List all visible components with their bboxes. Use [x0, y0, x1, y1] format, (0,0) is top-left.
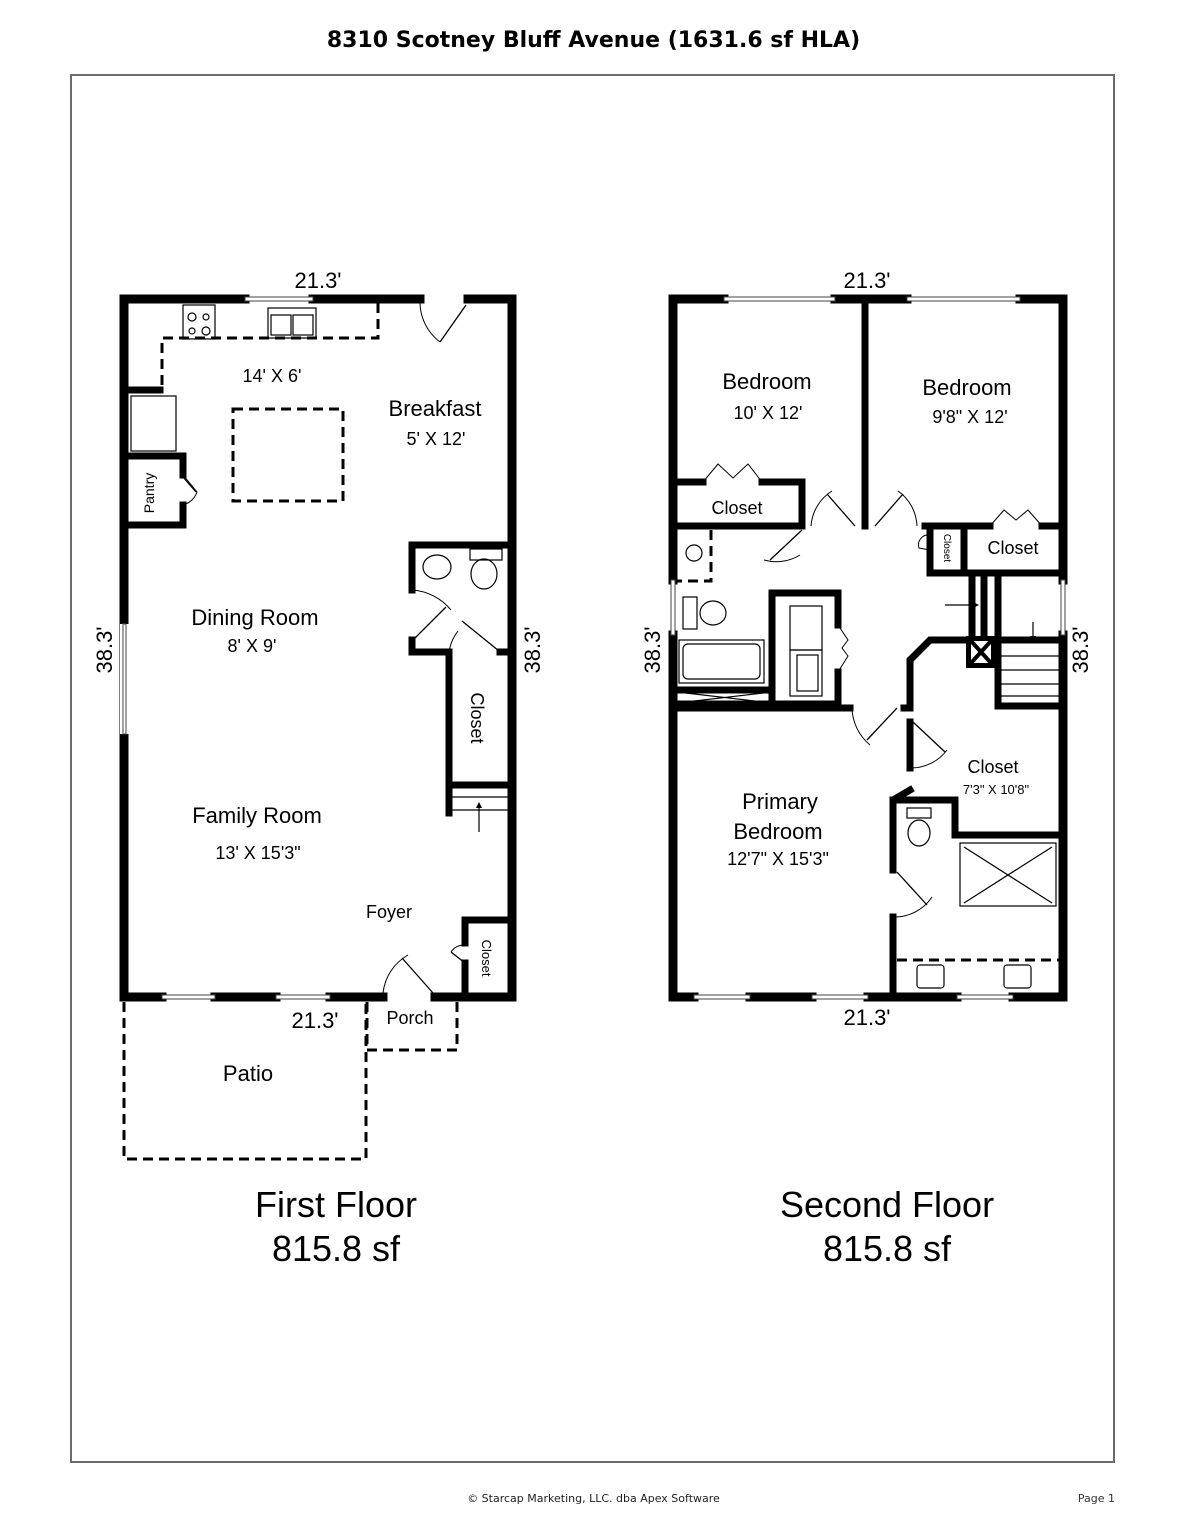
bedroom-2-size: 9'8" X 12': [932, 407, 1007, 427]
first-floor-caption: First Floor 815.8 sf: [186, 1183, 486, 1271]
page-border: [70, 74, 1115, 1463]
second-floor-caption: Second Floor 815.8 sf: [737, 1183, 1037, 1271]
primary-bedroom-label-line2: Bedroom: [733, 819, 822, 844]
first-floor-top-dimension: 21.3': [294, 268, 341, 293]
page-number: Page 1: [1077, 1492, 1115, 1505]
hall-closet-label: Closet: [467, 692, 487, 743]
second-floor-left-dimension: 38.3': [640, 626, 665, 673]
first-floor-left-dimension: 38.3': [92, 626, 117, 673]
page-title: 8310 Scotney Bluff Avenue (1631.6 sf HLA…: [326, 28, 861, 53]
first-floor-plan: 21.3' 21.3' 38.3' 38.3' 14' X 6' Breakfa…: [92, 268, 545, 1161]
first-floor-area: 815.8 sf: [271, 1228, 401, 1269]
bedroom-2-closet-label: Closet: [987, 538, 1038, 558]
linen-closet-label: Closet: [941, 534, 952, 563]
primary-bedroom-size: 12'7" X 15'3": [727, 849, 829, 869]
family-room-label: Family Room: [192, 803, 322, 828]
second-floor-name: Second Floor: [779, 1184, 995, 1225]
pantry-label: Pantry: [141, 473, 157, 513]
second-floor-right-dimension: 38.3': [1068, 626, 1093, 673]
bedroom-1-closet-label: Closet: [711, 498, 762, 518]
foyer-label: Foyer: [366, 902, 412, 922]
bedroom-2-label: Bedroom: [922, 375, 1011, 400]
second-floor-plan: 21.3' 21.3' 38.3' 38.3' Bedroom 10' X 12…: [640, 268, 1093, 1030]
foyer-closet-label: Closet: [479, 940, 494, 977]
kitchen-size: 14' X 6': [243, 366, 302, 386]
breakfast-label: Breakfast: [389, 396, 482, 421]
first-floor-bottom-dimension: 21.3': [291, 1008, 338, 1033]
patio-label: Patio: [223, 1061, 273, 1086]
family-room-size: 13' X 15'3": [215, 843, 300, 863]
copyright-notice: © Starcap Marketing, LLC. dba Apex Softw…: [467, 1492, 720, 1505]
porch-label: Porch: [386, 1008, 433, 1028]
walk-in-closet-label: Closet: [967, 757, 1018, 777]
dining-room-size: 8' X 9': [228, 636, 277, 656]
primary-bedroom-label-line1: Primary: [742, 789, 818, 814]
first-floor-name: First Floor: [255, 1184, 417, 1225]
bedroom-1-label: Bedroom: [722, 369, 811, 394]
breakfast-size: 5' X 12': [407, 429, 466, 449]
second-floor-bottom-dimension: 21.3': [843, 1005, 890, 1030]
walk-in-closet-size: 7'3" X 10'8": [963, 782, 1030, 797]
dining-room-label: Dining Room: [191, 605, 318, 630]
second-floor-top-dimension: 21.3': [843, 268, 890, 293]
bedroom-1-size: 10' X 12': [734, 403, 803, 423]
first-floor-right-dimension: 38.3': [520, 626, 545, 673]
second-floor-area: 815.8 sf: [822, 1228, 952, 1269]
